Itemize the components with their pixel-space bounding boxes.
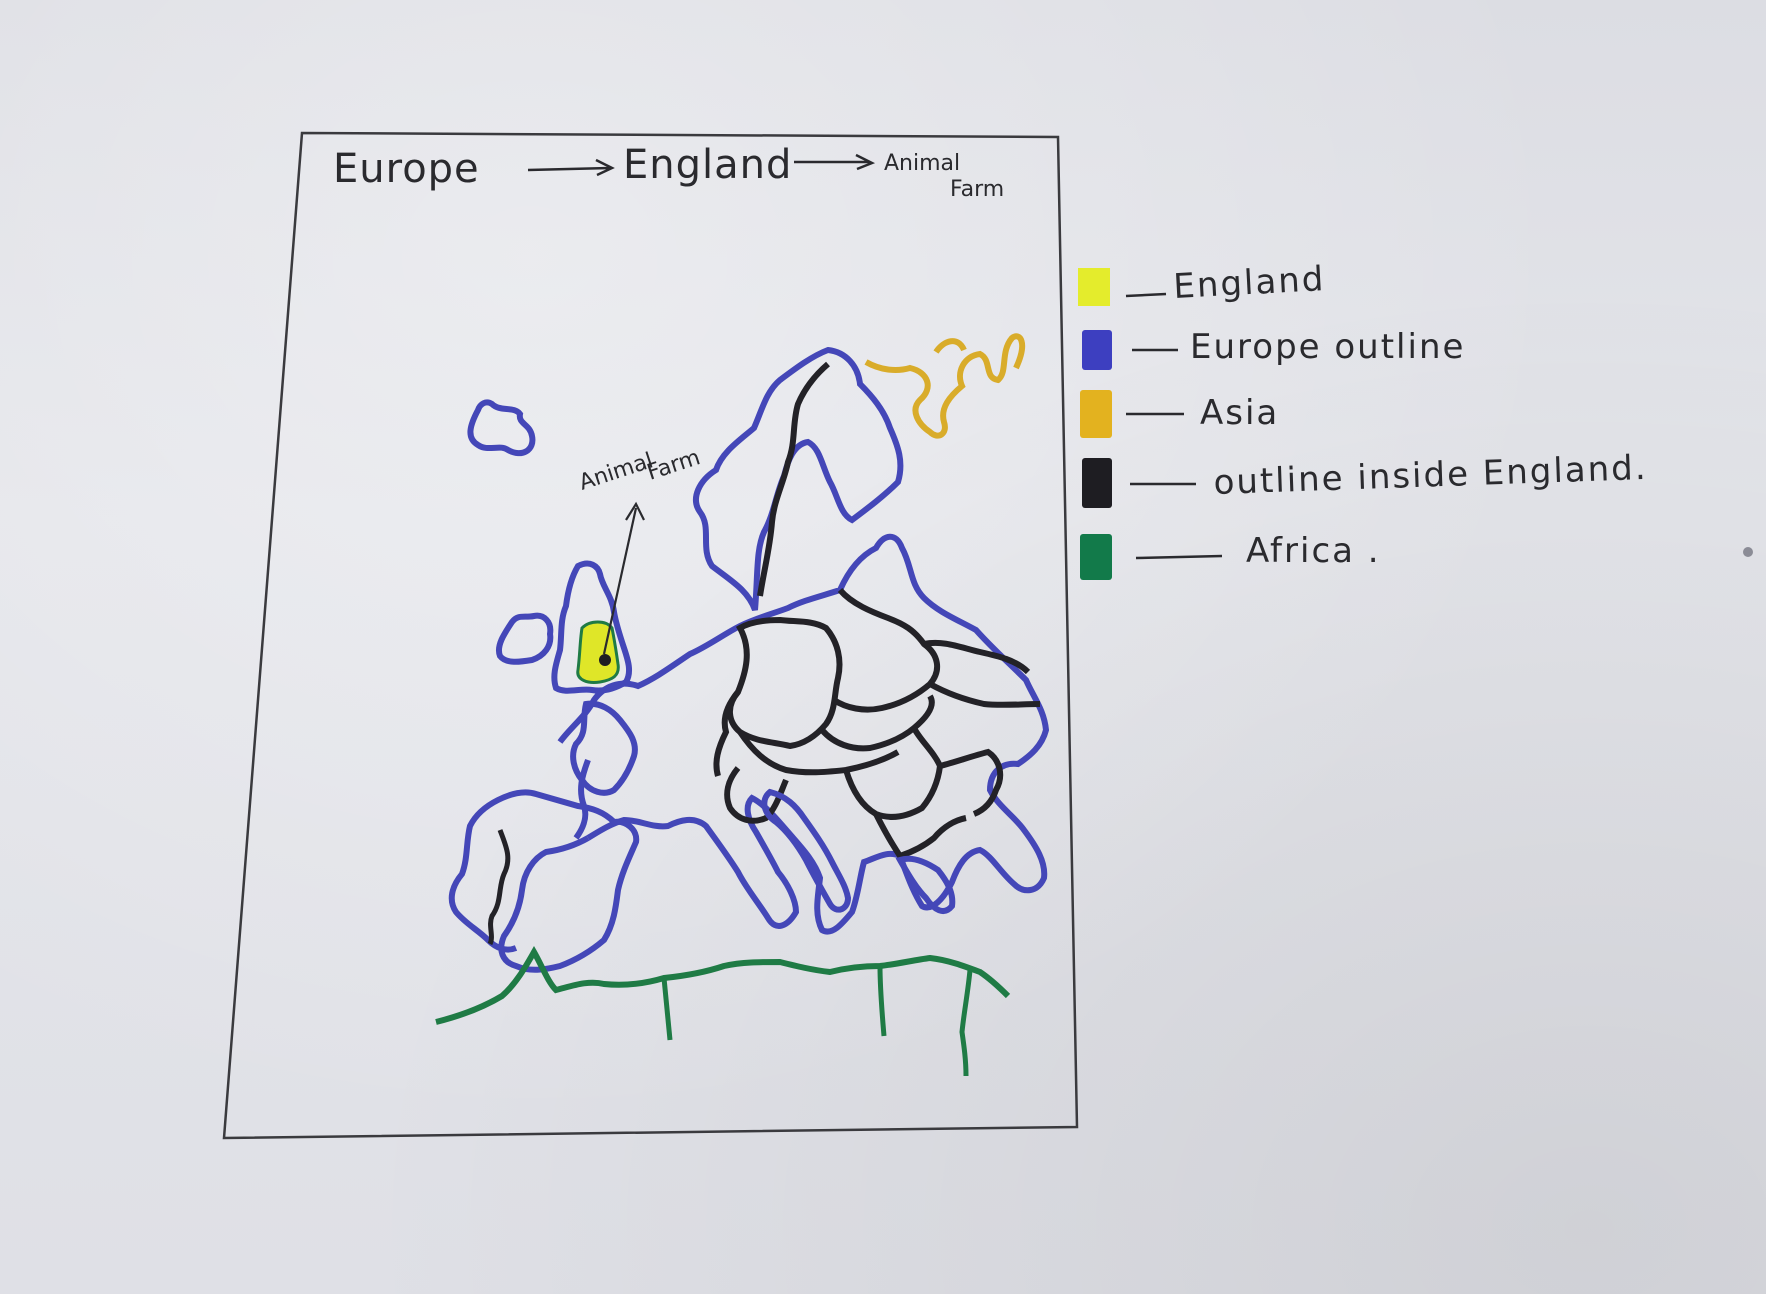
portugal-border xyxy=(487,829,511,946)
animal-farm-pointer xyxy=(602,501,645,655)
legend-dash-5 xyxy=(1135,554,1223,560)
scandinavia-outline xyxy=(693,346,904,612)
africa-coastline xyxy=(435,945,1011,1025)
title-england: England xyxy=(623,142,792,188)
legend-dash-1 xyxy=(1125,292,1167,298)
title-farm: Farm xyxy=(950,177,1004,202)
ireland xyxy=(496,612,554,665)
title-europe: Europe xyxy=(333,146,480,192)
animal-farm-marker xyxy=(599,654,611,666)
legend-label-inner: outline inside England. xyxy=(1213,448,1648,503)
balkans-border xyxy=(873,812,967,860)
benelux-border xyxy=(713,690,741,777)
poland-border xyxy=(832,587,941,713)
switzerland-border xyxy=(724,766,789,824)
sweden-border xyxy=(757,361,830,597)
africa-river-1 xyxy=(661,977,673,1041)
legend-label-africa: Africa . xyxy=(1246,531,1381,571)
hungary-border xyxy=(843,726,944,820)
legend-label-asia: Asia xyxy=(1200,393,1279,433)
france-coast xyxy=(570,700,638,796)
romania-border xyxy=(939,748,1004,817)
legend-swatch-africa xyxy=(1080,534,1112,580)
title-arrow-1 xyxy=(527,158,615,177)
paper-dot xyxy=(1743,547,1753,557)
title-animal: Animal xyxy=(884,151,960,176)
title-arrow-2 xyxy=(794,153,876,171)
asia-coastline xyxy=(864,333,1026,439)
europe-mainland-outline xyxy=(557,533,1050,935)
iceland xyxy=(467,399,536,457)
map-label-animal: Animal xyxy=(576,448,656,495)
iberia-outline xyxy=(448,789,640,973)
austria-border xyxy=(737,730,900,776)
map-label-farm: Farm xyxy=(644,445,703,486)
germany-border xyxy=(727,616,843,750)
africa-river-3 xyxy=(959,969,973,1077)
legend-swatch-england xyxy=(1078,268,1110,306)
belarus-border xyxy=(923,640,1031,675)
france-west xyxy=(573,758,591,840)
map-frame xyxy=(222,131,1079,1140)
legend-swatch-asia xyxy=(1080,390,1112,438)
legend-swatch-europe xyxy=(1082,330,1112,370)
england-region xyxy=(576,620,620,684)
greece-outline xyxy=(895,855,956,915)
italy-outline xyxy=(761,788,852,913)
legend-swatch-inner xyxy=(1082,458,1112,508)
legend-label-europe: Europe outline xyxy=(1190,327,1465,367)
czech-border xyxy=(819,694,935,752)
legend-label-england: England xyxy=(1172,259,1326,307)
africa-river-2 xyxy=(877,965,887,1037)
ukraine-border xyxy=(928,681,1041,708)
